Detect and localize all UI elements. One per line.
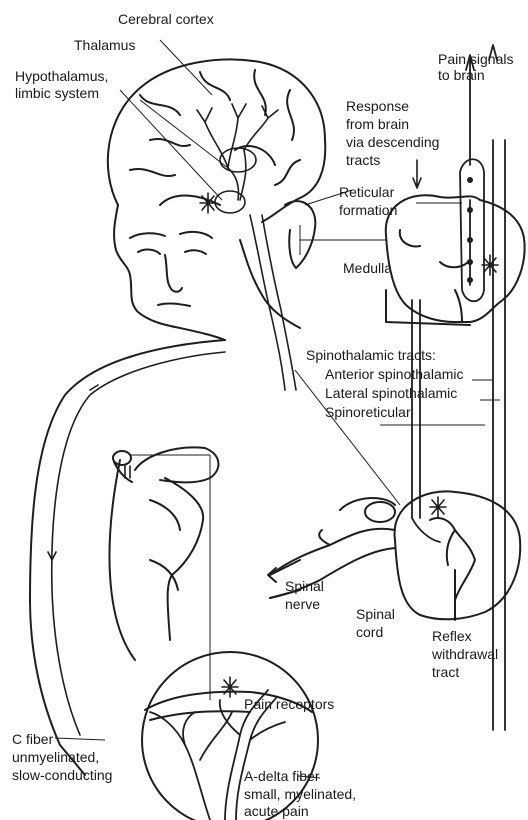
label-c-fiber-line3: slow-conducting — [12, 767, 112, 784]
pain-star-brain — [200, 193, 216, 213]
label-spinal-nerve-line1: Spinal — [285, 578, 324, 595]
label-leaders — [55, 380, 500, 778]
label-spinal-cord-line2: cord — [356, 624, 383, 641]
label-adelta-line1: A-delta fiber — [244, 768, 319, 785]
label-lateral-spinothalamic: Lateral spinothalamic — [325, 385, 457, 402]
pain-star-spinal — [430, 497, 446, 517]
spinal-ascending-tracts — [412, 300, 440, 542]
label-response-line2: from brain — [346, 116, 409, 133]
label-hypothalamus: Hypothalamus, — [15, 68, 108, 85]
label-reflex-line2: withdrawal — [432, 646, 498, 663]
label-spinal-nerve-line2: nerve — [285, 596, 320, 613]
label-reticular-line1: Reticular — [339, 184, 394, 201]
label-reflex-line3: tract — [432, 664, 459, 681]
label-pain-signals-line2: to brain — [438, 67, 485, 84]
label-pain-signals-line1: Pain signals — [438, 51, 514, 68]
label-anterior-spinothalamic: Anterior spinothalamic — [325, 366, 464, 383]
label-spinal-cord-line1: Spinal — [356, 606, 395, 623]
label-response-line1: Response — [346, 98, 409, 115]
nerve-fiber-arm — [48, 352, 225, 735]
label-cerebral-cortex: Cerebral cortex — [118, 11, 214, 28]
label-medulla: Medulla — [343, 260, 392, 277]
label-reticular-line2: formation — [339, 202, 397, 219]
brain-tracts — [197, 104, 296, 390]
label-c-fiber-line1: C fiber — [12, 731, 53, 748]
spinal-cord-section — [395, 491, 521, 620]
label-spinoreticular: Spinoreticular — [325, 404, 411, 421]
label-thalamus: Thalamus — [74, 37, 135, 54]
descending-arrow — [413, 160, 421, 188]
thalamus-shape — [215, 148, 256, 213]
label-spinothalamic-tracts: Spinothalamic tracts: — [306, 347, 436, 364]
pain-star-medulla — [482, 255, 498, 275]
label-reflex-line1: Reflex — [432, 628, 472, 645]
label-response-line4: tracts — [346, 152, 380, 169]
label-adelta-line2: small, myelinated, — [244, 786, 356, 803]
label-adelta-line3: acute pain — [244, 803, 309, 820]
pain-star-receptors — [222, 677, 238, 697]
medulla-section — [386, 195, 525, 325]
label-response-line3: via descending — [346, 134, 439, 151]
arm-outline — [30, 340, 225, 775]
label-limbic-system: limbic system — [15, 85, 99, 102]
label-c-fiber-line2: unmyelinated, — [12, 749, 99, 766]
label-pain-receptors: Pain receptors — [244, 696, 334, 713]
